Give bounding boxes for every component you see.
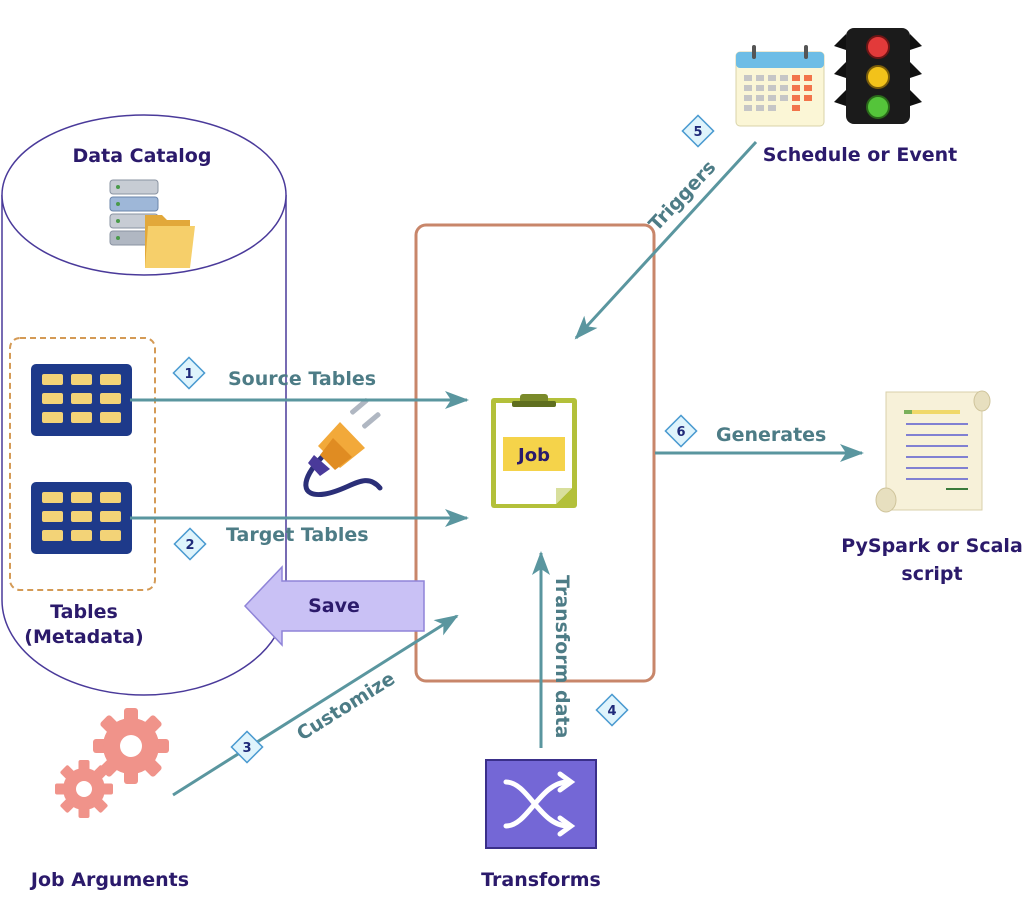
step-5-text: 5 <box>693 125 702 140</box>
triggers-arrow <box>574 140 758 340</box>
save-label: Save <box>308 595 360 617</box>
source-table-icon <box>31 364 132 436</box>
step-2-text: 2 <box>185 538 194 553</box>
traffic-light-icon <box>834 28 922 124</box>
step-badge-3 <box>230 730 264 764</box>
script-scroll-icon <box>875 390 991 513</box>
transform-data-label: Transform data <box>551 575 573 738</box>
output-script-label-line2: script <box>901 563 962 585</box>
customize-arrow <box>172 614 459 797</box>
database-folder-icon <box>109 179 195 268</box>
save-arrow <box>243 565 425 647</box>
tables-label-line1: Tables <box>50 601 118 623</box>
calendar-icon <box>735 45 825 127</box>
target-table-icon <box>31 482 132 554</box>
tables-label-line2: (Metadata) <box>24 626 143 648</box>
transforms-label: Transforms <box>481 869 601 891</box>
tables-group <box>9 337 156 591</box>
plug-icon <box>303 398 383 498</box>
output-script-label-line1: PySpark or Scala <box>841 535 1023 557</box>
step-3-text: 3 <box>242 741 251 756</box>
step-badge-6 <box>664 414 698 448</box>
step-badge-5 <box>681 114 715 148</box>
gears-icon <box>55 708 169 818</box>
source-tables-label: Source Tables <box>228 368 376 390</box>
generates-label: Generates <box>716 424 826 446</box>
transforms-shuffle-icon <box>485 759 597 849</box>
step-4-text: 4 <box>607 704 616 719</box>
step-badge-4 <box>595 693 629 727</box>
step-badge-1 <box>172 356 206 390</box>
data-catalog-cylinder <box>1 114 287 696</box>
job-clipboard-icon <box>491 394 577 508</box>
job-arguments-label: Job Arguments <box>29 869 189 891</box>
data-catalog-label: Data Catalog <box>73 145 212 167</box>
step-6-text: 6 <box>676 425 685 440</box>
job-label: Job <box>516 445 550 466</box>
target-tables-label: Target Tables <box>226 524 369 546</box>
customize-label: Customize <box>293 668 399 746</box>
job-box <box>414 223 656 683</box>
step-badge-2 <box>173 527 207 561</box>
step-1-text: 1 <box>184 367 193 382</box>
schedule-or-event-label: Schedule or Event <box>763 144 957 166</box>
